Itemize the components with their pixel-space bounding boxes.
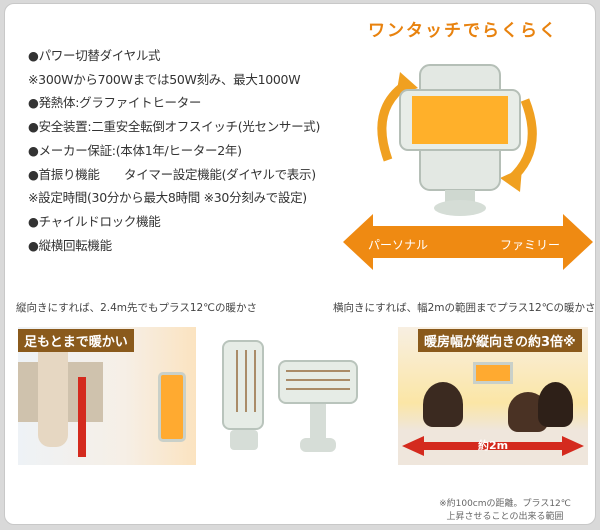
heater-horizontal-stand <box>310 404 326 440</box>
spec-item: ●首振り機能 タイマー設定機能(ダイヤルで表示) <box>28 166 316 182</box>
footnote-line: 上昇させることの出来る範囲 <box>446 512 564 522</box>
right-caption: 横向きにすれば、幅2mの範囲までプラス12℃の暖かさ <box>333 302 596 314</box>
spec-item: ※300Wから700Wまでは50W刻み、最大1000W <box>28 71 301 87</box>
footnote: ※約100cmの距離。プラス12℃ 上昇させることの出来る範囲 <box>430 498 580 524</box>
heater-in-room <box>473 362 513 384</box>
spec-item: ●メーカー保証:(本体1年/ヒーター2年) <box>28 142 242 158</box>
width-arrow-shape <box>402 436 584 456</box>
vertical-use-photo <box>18 327 196 465</box>
spec-item: ●安全装置:二重安全転倒オフスイッチ(光センサー式) <box>28 119 321 135</box>
right-tag: 暖房幅が縦向きの約3倍※ <box>418 329 582 352</box>
person <box>38 337 68 447</box>
heater-element <box>286 367 350 397</box>
width-label: 約2m <box>478 439 509 452</box>
heater-vertical <box>222 340 264 430</box>
range-left-label: パーソナル <box>368 238 429 252</box>
left-tag: 足もとまで暖かい <box>18 329 134 352</box>
spec-item: ●パワー切替ダイヤル式 <box>28 48 161 63</box>
spec-item: ●発熱体:グラファイトヒーター <box>28 95 202 111</box>
range-double-arrow <box>343 214 593 270</box>
range-right-label: ファミリー <box>500 238 561 252</box>
spec-item: ●縦横回転機能 <box>28 237 112 253</box>
family-member <box>423 382 463 427</box>
heater-vertical-base <box>230 430 258 450</box>
headline: ワンタッチでらくらく <box>368 21 558 41</box>
heater-in-room <box>158 372 186 442</box>
height-arrow <box>78 377 86 457</box>
heater-base <box>434 200 486 216</box>
spec-list: ●パワー切替ダイヤル式 ※300Wから700Wまでは50W刻み、最大1000W … <box>28 44 320 257</box>
rotate-arrow-right-head <box>500 168 522 192</box>
range-arrow-shape <box>343 214 593 270</box>
spec-item: ●チャイルドロック機能 <box>28 213 161 229</box>
heater-horizontal <box>278 360 358 404</box>
rotating-heater-illustration <box>377 64 537 216</box>
footnote-line: ※約100cmの距離。プラス12℃ <box>439 499 571 509</box>
left-caption: 縦向きにすれば、2.4m先でもプラス12℃の暖かさ <box>16 302 257 314</box>
width-arrow <box>402 436 584 456</box>
spec-item: ※設定時間(30分から最大8時間 ※30分刻みで設定) <box>28 190 307 206</box>
heater-glow <box>412 96 508 144</box>
heater-horizontal-base <box>300 438 336 452</box>
family-member <box>538 382 573 427</box>
heater-element <box>229 350 257 412</box>
